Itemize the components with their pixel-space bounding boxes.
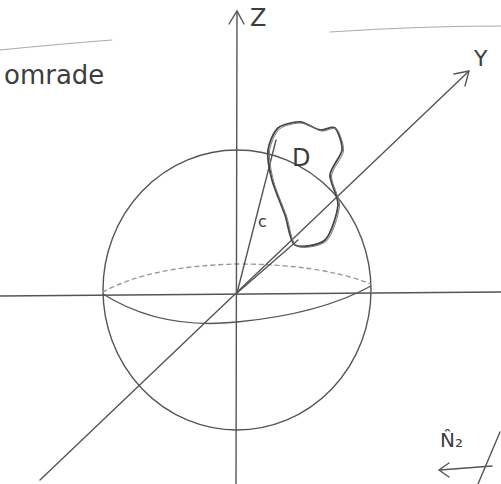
sketch-line [0,40,112,50]
axis-label: Y [474,48,487,70]
cone-edge [237,240,298,293]
vector-arrow [440,466,492,470]
horizontal-axis [0,292,501,296]
blob-outline [268,122,342,246]
arrowhead [229,11,244,24]
region-label: D [292,146,310,170]
axis-label: c [258,214,267,230]
blob-outline [269,123,343,247]
axis-label: Z [250,6,266,30]
axis-label: omrade [4,62,104,88]
axis-label: N̂₂ [440,430,463,450]
y-axis [40,72,468,480]
sketch-line [330,26,501,32]
z-axis [236,12,237,484]
region-blob: D [262,118,344,250]
arrowhead [454,71,469,86]
blob-outline [262,118,344,250]
arrowhead [439,463,449,477]
sketch-line [478,432,500,484]
